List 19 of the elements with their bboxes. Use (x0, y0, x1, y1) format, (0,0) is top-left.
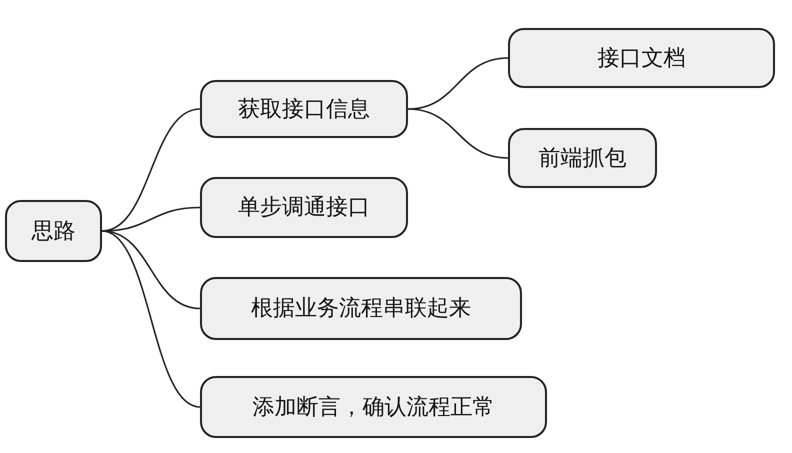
topic-text: 单步调通接口 (238, 194, 370, 222)
topic-box (508, 28, 775, 88)
topic-text: 添加断言，确认流程正常 (252, 394, 494, 422)
topic-text: 获取接口信息 (238, 96, 370, 124)
connector-line (408, 108, 508, 159)
topic-text: 根据业务流程串联起来 (251, 295, 471, 323)
topic-text: 接口文档 (598, 44, 686, 72)
topic-text: 思路 (32, 218, 76, 246)
connector-line (408, 57, 508, 110)
connector-line (102, 230, 200, 408)
topic-text: 前端抓包 (538, 144, 626, 172)
topic-box (200, 177, 408, 238)
topic-box (200, 277, 522, 340)
connector-line (102, 230, 200, 310)
topic-box (200, 376, 547, 438)
connector-line (102, 206, 200, 232)
topic-box (5, 200, 102, 262)
topic-box (508, 128, 657, 188)
topic-box (200, 80, 408, 138)
